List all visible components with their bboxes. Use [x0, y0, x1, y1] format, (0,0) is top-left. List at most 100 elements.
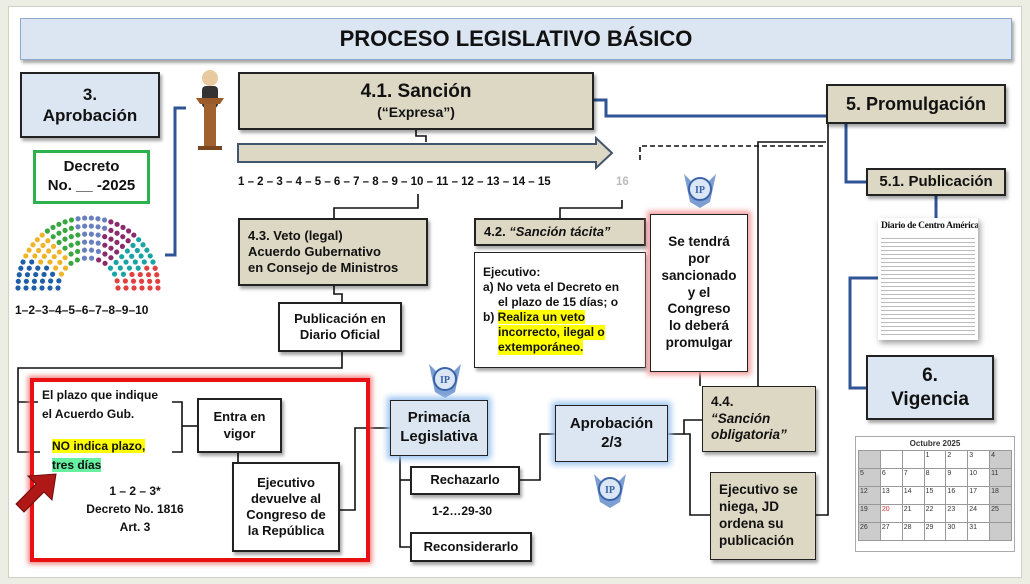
- seat-dot: [141, 259, 147, 265]
- seat-dot: [145, 272, 152, 278]
- sancion-tacita-box: 4.2. “Sanción tácita”: [474, 218, 646, 246]
- seat-dot: [131, 285, 137, 291]
- seat-dot: [49, 271, 56, 277]
- tacita-title: “Sanción tácita”: [509, 223, 611, 239]
- seat-dot: [107, 265, 114, 271]
- devuelve-line: la República: [247, 523, 325, 539]
- seat-dot: [81, 247, 88, 253]
- seat-dot: [56, 230, 62, 236]
- articulo-label: Art. 3: [119, 520, 151, 534]
- se-tendra-line: Congreso: [667, 301, 731, 317]
- plazo-text: El plazo que indique el Acuerdo Gub.: [42, 386, 158, 424]
- item-a-label: a): [483, 280, 494, 294]
- vigencia-number: 6.: [922, 364, 938, 386]
- calendar-title: Octubre 2025: [909, 439, 961, 448]
- congress-seal-icon: [683, 173, 717, 209]
- seat-dot: [147, 278, 153, 284]
- entra-line2: vigor: [223, 425, 256, 441]
- seat-dot: [75, 232, 81, 238]
- seat-dot: [75, 240, 81, 246]
- primacia-line2: Legislativa: [400, 428, 478, 445]
- aprobacion-number: 3.: [82, 84, 98, 104]
- se-niega-line: niega, JD: [719, 499, 780, 515]
- seat-dot: [56, 278, 62, 284]
- parliament-hemicycle-icon: [15, 215, 161, 291]
- seat-dot: [155, 278, 161, 284]
- seat-dot: [82, 223, 88, 229]
- item-b-text2: incorrecto, ilegal o: [498, 325, 605, 340]
- seat-dot: [115, 285, 121, 291]
- seat-dot: [123, 259, 129, 265]
- seat-dot: [56, 221, 62, 227]
- seat-dot: [20, 259, 26, 265]
- seat-dot: [125, 238, 131, 244]
- seat-dot: [144, 247, 150, 253]
- se-tendra-line: promulgar: [665, 335, 733, 351]
- publicacion-diario-oficial-box: Publicación en Diario Oficial: [278, 302, 402, 352]
- newspaper-columns: [881, 235, 975, 335]
- seat-dot: [102, 242, 108, 248]
- seat-dot: [123, 285, 129, 291]
- seat-dot: [113, 259, 119, 265]
- calendar-day: 10: [968, 469, 990, 486]
- calendar-day: 16: [946, 487, 968, 504]
- se-tendra-line: por: [688, 250, 710, 266]
- red-highlight-frame: [30, 378, 370, 562]
- calendar-day: 4: [990, 451, 1011, 468]
- rechazarlo-box: Rechazarlo: [410, 466, 520, 495]
- rechazo-days: 1-2…29-30: [432, 504, 493, 518]
- seat-dot: [129, 271, 135, 278]
- calendar-day: 24: [968, 505, 990, 522]
- seat-dot: [130, 278, 137, 284]
- seat-dot: [108, 236, 114, 242]
- seat-dot: [95, 248, 101, 255]
- item-b-text1: Realiza un veto: [497, 310, 586, 324]
- seat-dot: [147, 285, 153, 291]
- decreto-box: Decreto No. __ -2025: [33, 150, 150, 204]
- seat-dot: [88, 231, 94, 237]
- seat-dot: [36, 247, 42, 254]
- seat-dot: [139, 285, 145, 291]
- seat-dot: [75, 224, 81, 230]
- seat-dot: [33, 271, 39, 278]
- calendar-day: 29: [924, 523, 946, 540]
- calendar-day: 14: [902, 487, 924, 504]
- veto-line3: en Consejo de Ministros: [248, 260, 399, 276]
- aprob23-line2: 2/3: [601, 433, 622, 451]
- primacia-line1: Primacía: [407, 409, 471, 427]
- seat-dot: [117, 265, 123, 271]
- seat-dot: [152, 265, 158, 271]
- seat-dot: [50, 224, 56, 230]
- congress-seal-icon: [593, 473, 627, 509]
- seat-dot: [108, 227, 114, 234]
- calendar-day: 15: [924, 487, 946, 504]
- aprobacion-label: Aprobación: [42, 106, 138, 125]
- newspaper-image: Diario de Centro América: [878, 218, 978, 340]
- seat-dot: [47, 285, 53, 291]
- seat-dot: [18, 265, 24, 271]
- seat-dot: [34, 237, 40, 243]
- seat-dot: [44, 228, 50, 234]
- newspaper-masthead: Diario de Centro América: [881, 221, 978, 231]
- seat-dot: [62, 227, 68, 234]
- seat-dot: [39, 285, 45, 291]
- seat-dot: [38, 259, 44, 265]
- decreto-1816: 1 – 2 – 3* Decreto No. 1816 Art. 3: [60, 482, 210, 536]
- seat-dot: [26, 247, 32, 253]
- calendar-day: 21: [902, 505, 924, 522]
- seat-dot: [62, 236, 68, 242]
- ejecutivo-devuelve-box: Ejecutivo devuelve al Congreso de la Rep…: [232, 462, 340, 552]
- item-a-text2: el plazo de 15 días; o: [498, 295, 619, 309]
- reconsiderarlo-box: Reconsiderarlo: [410, 532, 532, 562]
- vigencia-label: Vigencia: [891, 388, 969, 410]
- se-niega-line: Ejecutivo se: [719, 482, 798, 498]
- calendar-day: 6: [880, 469, 902, 486]
- calendar-day: 11: [990, 469, 1011, 486]
- decreto-line1: Decreto: [63, 158, 120, 176]
- seat-dot: [154, 272, 160, 278]
- seat-dot: [102, 234, 108, 240]
- ejecutivo-heading: Ejecutivo:: [483, 265, 541, 279]
- seat-dot: [50, 243, 57, 249]
- vigencia-box: 6. Vigencia: [866, 355, 994, 420]
- seat-dot: [95, 224, 101, 230]
